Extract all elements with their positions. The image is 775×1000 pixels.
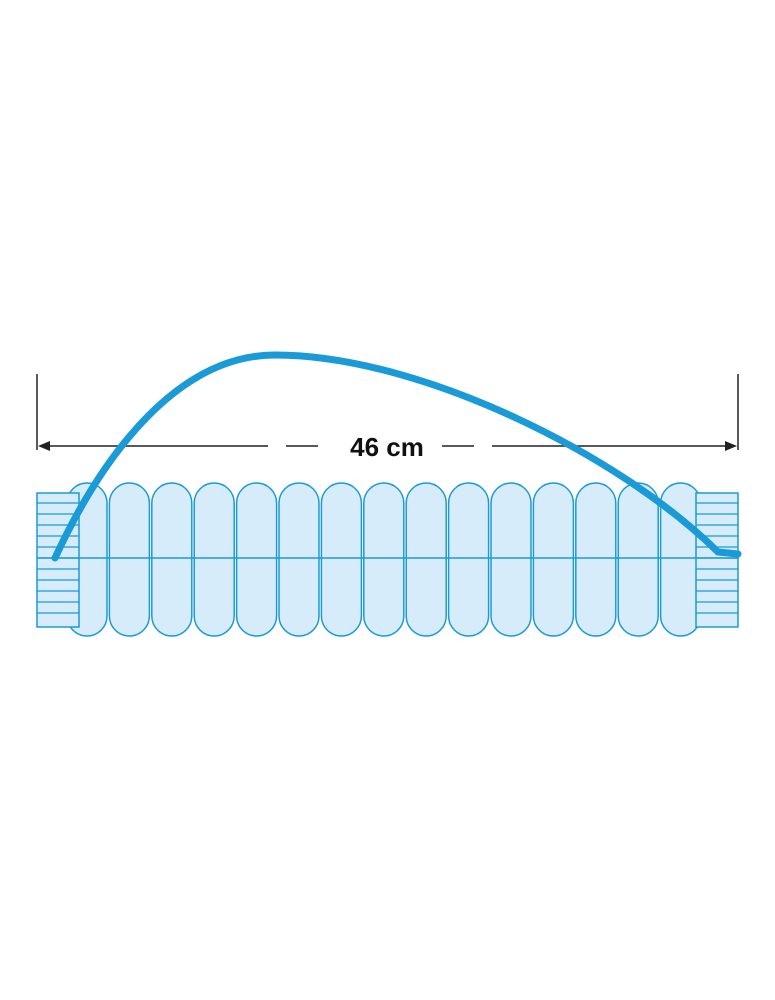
left-end-connector (36, 492, 80, 628)
hose-segment (320, 482, 363, 637)
hose-segment (193, 482, 235, 637)
hose-segment (405, 482, 447, 637)
hose-segment (108, 482, 151, 637)
hose-segment (447, 482, 490, 637)
hose-segment (617, 482, 659, 637)
dimension-arrow-right (725, 441, 737, 451)
hose-segment (490, 482, 532, 637)
hose-segment (151, 482, 193, 637)
hose-segment (363, 482, 405, 637)
hose-segment (575, 482, 617, 637)
right-end-connector (695, 492, 739, 628)
dimension-label: 46 cm (350, 432, 424, 462)
hose (66, 482, 702, 637)
hose-segment (532, 482, 575, 637)
hose-segment (235, 482, 278, 637)
dimension-arrow-left (38, 441, 50, 451)
handle-strap (51, 351, 742, 562)
hose-segment (278, 482, 320, 637)
